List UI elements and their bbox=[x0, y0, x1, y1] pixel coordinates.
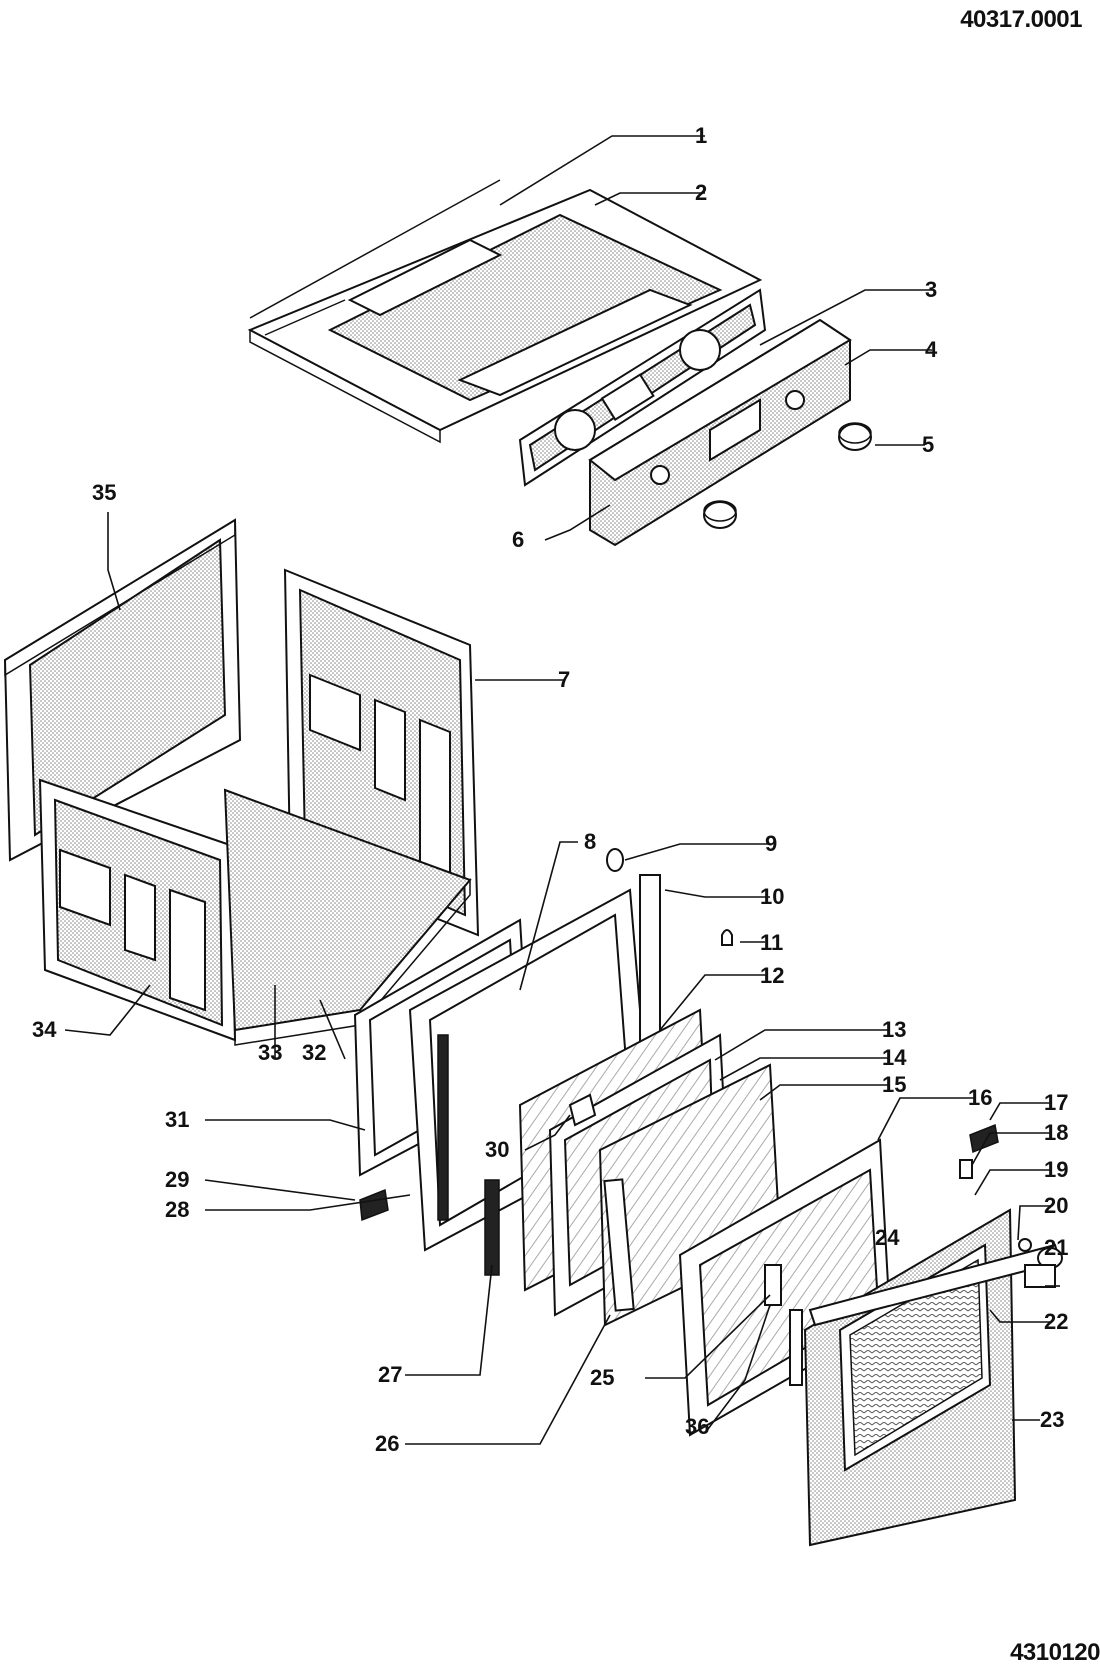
callout-10: 10 bbox=[760, 884, 784, 909]
callout-11: 11 bbox=[760, 930, 783, 955]
callout-17: 17 bbox=[1044, 1090, 1068, 1115]
callout-15: 15 bbox=[882, 1072, 906, 1097]
callout-25: 25 bbox=[590, 1365, 614, 1390]
callout-14: 14 bbox=[882, 1045, 907, 1070]
callout-30: 30 bbox=[485, 1137, 509, 1162]
callout-26: 26 bbox=[375, 1431, 399, 1456]
callout-19: 19 bbox=[1044, 1157, 1068, 1182]
left-side-panel-part bbox=[38, 778, 237, 1042]
callout-36: 36 bbox=[685, 1414, 709, 1439]
small-fittings bbox=[359, 848, 1056, 1386]
callout-12: 12 bbox=[760, 963, 784, 988]
callout-7: 7 bbox=[558, 667, 570, 692]
callout-33: 33 bbox=[258, 1040, 282, 1065]
control-bracket-part bbox=[518, 288, 767, 487]
callout-34: 34 bbox=[32, 1017, 57, 1042]
knob-part bbox=[703, 422, 872, 529]
callout-5: 5 bbox=[922, 432, 934, 457]
callout-1: 1 bbox=[695, 123, 707, 148]
top-cover-part bbox=[247, 179, 763, 444]
callout-labels: 1 2 3 4 5 6 7 8 9 10 11 12 13 14 15 16 1… bbox=[32, 123, 1068, 1456]
callout-27: 27 bbox=[378, 1362, 402, 1387]
callout-13: 13 bbox=[882, 1017, 906, 1042]
door-hinge-part bbox=[484, 1178, 635, 1312]
callout-4: 4 bbox=[925, 337, 938, 362]
callout-29: 29 bbox=[165, 1167, 189, 1192]
callout-24: 24 bbox=[875, 1225, 900, 1250]
callout-23: 23 bbox=[1040, 1407, 1064, 1432]
callout-22: 22 bbox=[1044, 1309, 1068, 1334]
callout-20: 20 bbox=[1044, 1193, 1068, 1218]
callout-35: 35 bbox=[92, 480, 116, 505]
callout-2: 2 bbox=[695, 180, 707, 205]
callout-16: 16 bbox=[968, 1085, 992, 1110]
leader-lines bbox=[64, 135, 1060, 1445]
bottom-plate-part bbox=[223, 788, 472, 1046]
callout-32: 32 bbox=[302, 1040, 326, 1065]
control-panel-part bbox=[588, 318, 852, 547]
callout-9: 9 bbox=[765, 831, 777, 856]
callout-18: 18 bbox=[1044, 1120, 1068, 1145]
callout-6: 6 bbox=[512, 527, 524, 552]
callout-31: 31 bbox=[165, 1107, 189, 1132]
callout-8: 8 bbox=[584, 829, 596, 854]
outer-door-part bbox=[803, 1208, 1063, 1547]
callout-21: 21 bbox=[1044, 1235, 1068, 1260]
drawing-code-bottom: 4310120 bbox=[1010, 1639, 1100, 1666]
drawing-code-top: 40317.0001 bbox=[960, 6, 1082, 33]
callout-3: 3 bbox=[925, 277, 937, 302]
callout-28: 28 bbox=[165, 1197, 189, 1222]
back-panel-part bbox=[3, 518, 242, 862]
